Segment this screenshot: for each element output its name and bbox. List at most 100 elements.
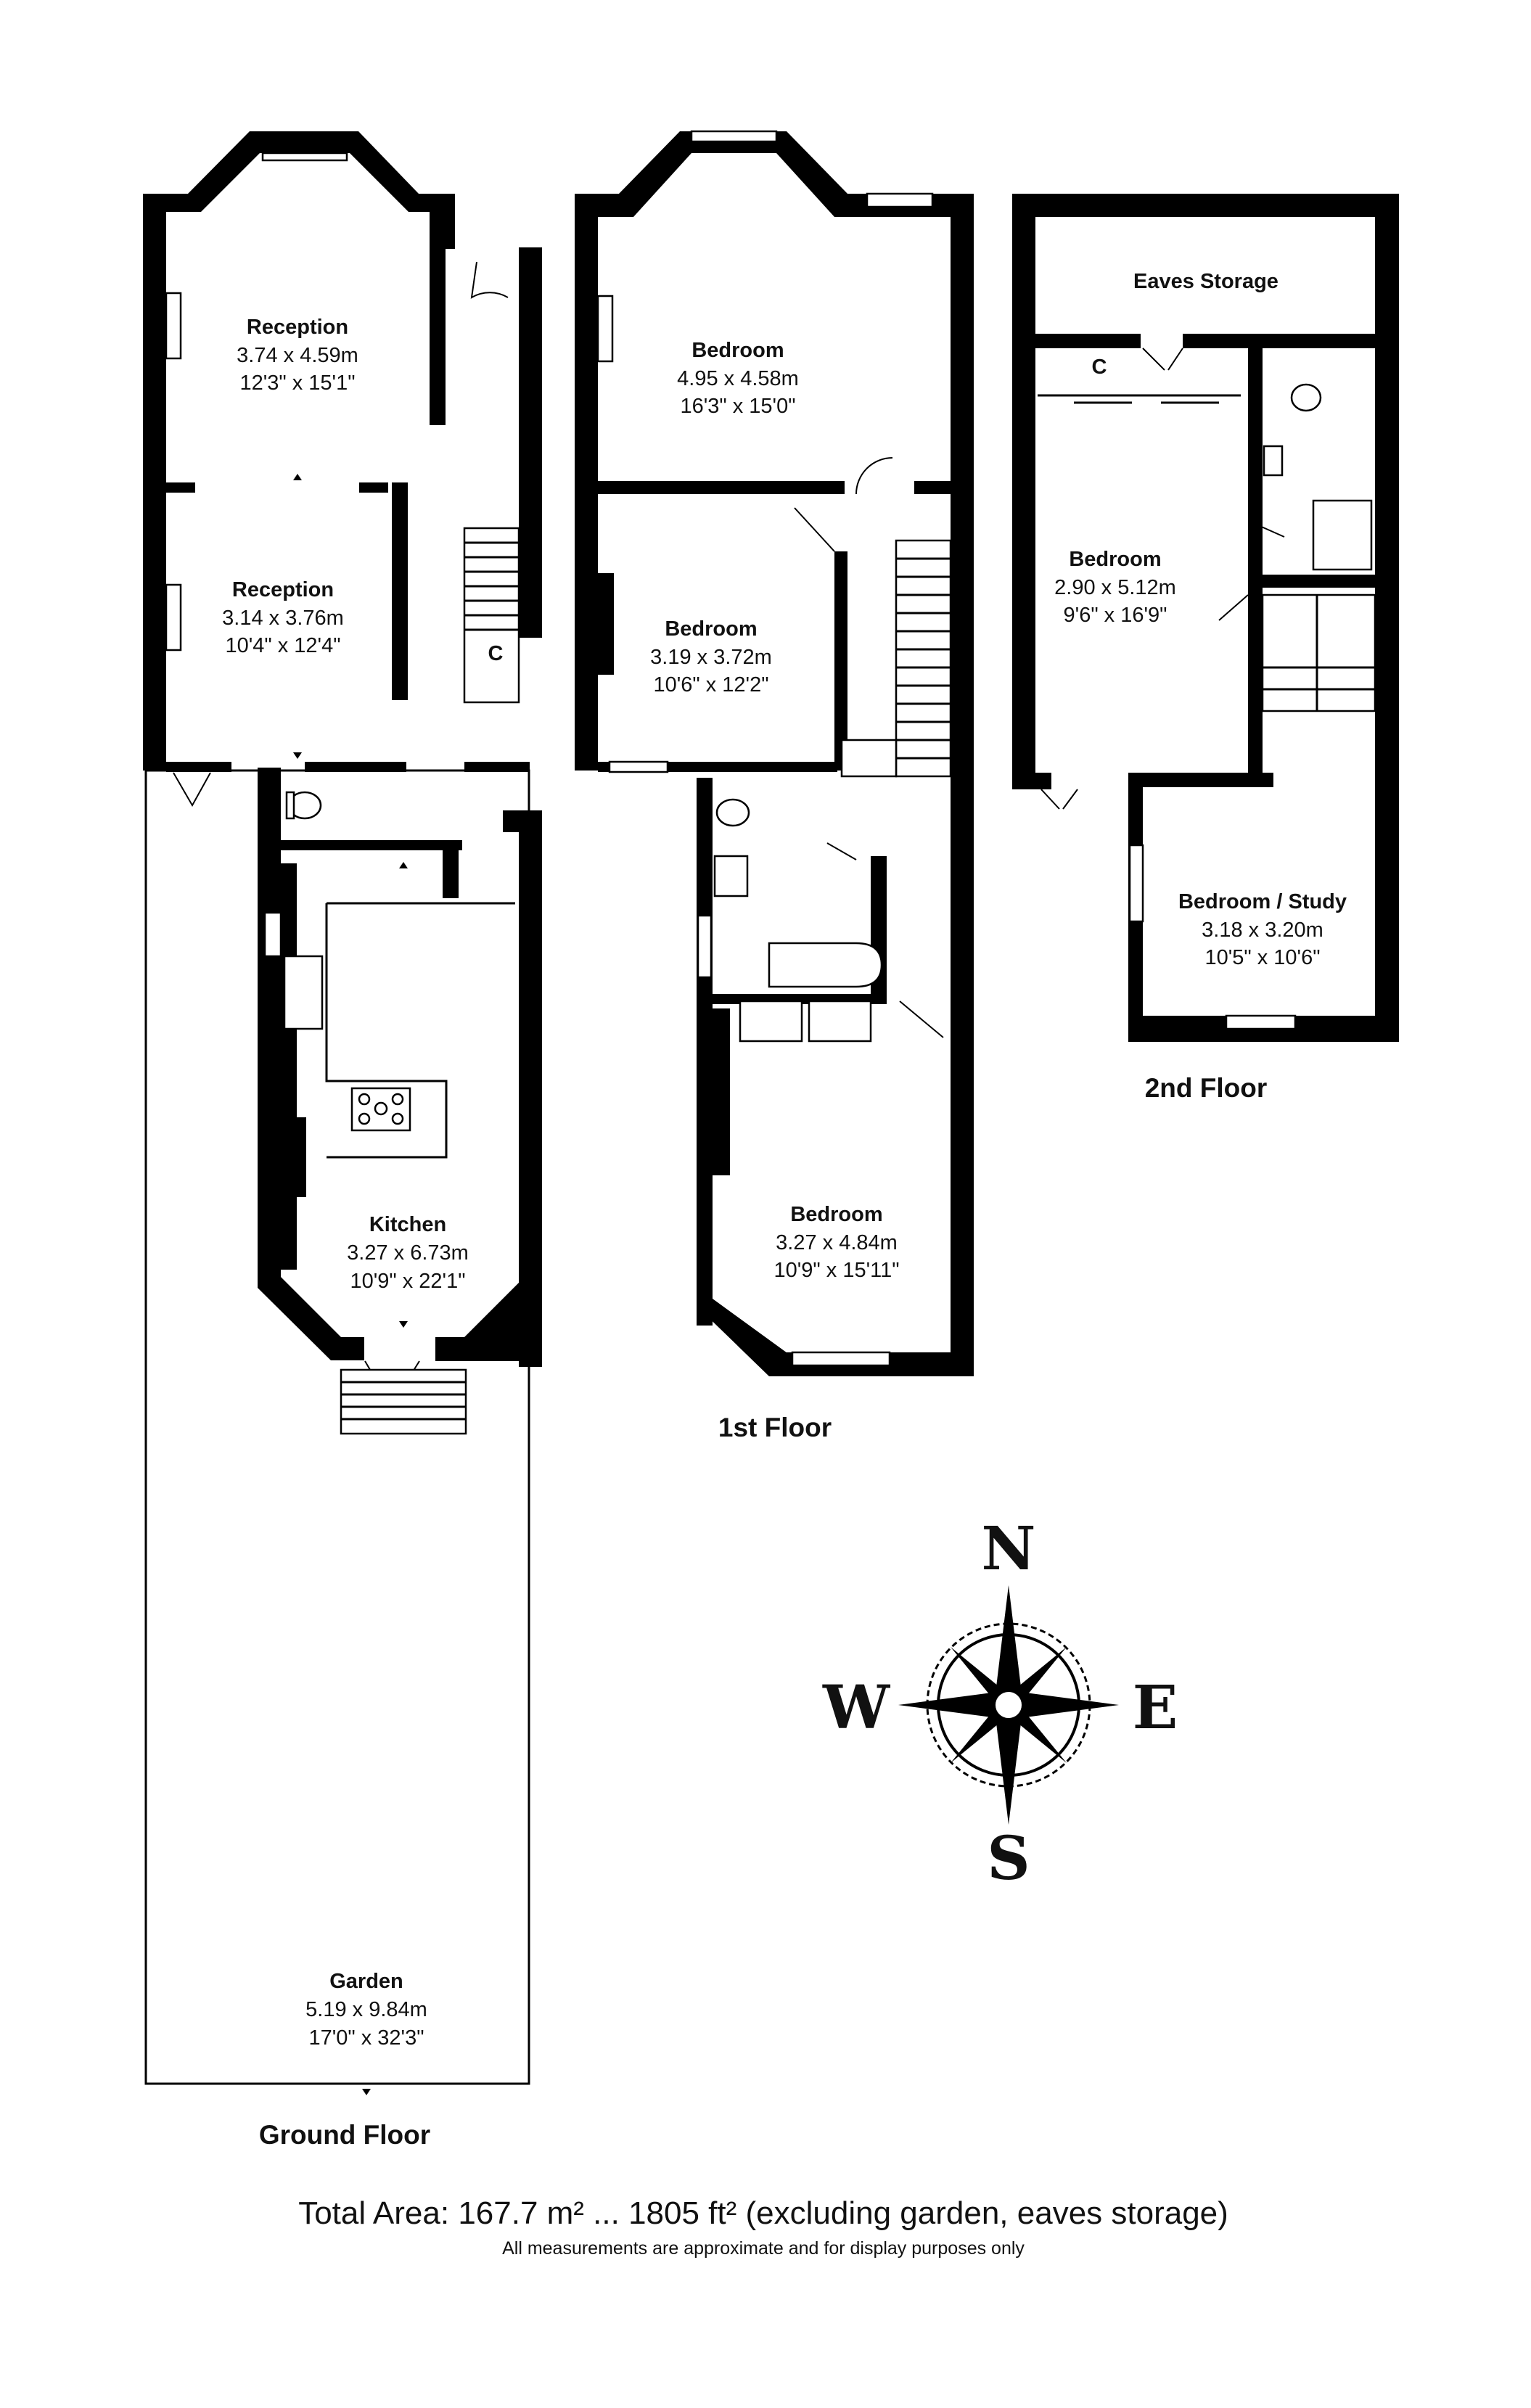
kitchen-sink xyxy=(283,955,324,1030)
study-side-window xyxy=(1128,844,1144,923)
second-shower xyxy=(1312,499,1373,571)
garden-name: Garden xyxy=(329,1970,403,1993)
garden-imperial: 17'0" x 32'3" xyxy=(308,2026,424,2050)
first-rear-left-wall xyxy=(697,778,713,1326)
first-front-window xyxy=(866,192,934,208)
compass-needle-south xyxy=(994,1705,1023,1825)
hall-wall-upper xyxy=(430,249,446,425)
reception-bottom-left xyxy=(166,762,231,772)
total-area: Total Area: 167.7 m² ... 1805 ft² (exclu… xyxy=(298,2195,1228,2231)
garden-metric: 5.19 x 9.84m xyxy=(305,1998,427,2021)
ground-floor-label: Ground Floor xyxy=(259,2120,430,2150)
eaves-wall-left xyxy=(1035,334,1141,348)
compass-east-label: E xyxy=(1133,1673,1178,1743)
compass-needle-north xyxy=(994,1585,1023,1705)
first-stairs xyxy=(840,539,952,778)
first-bedroom-3-imperial: 10'9" x 15'11" xyxy=(773,1259,899,1282)
reception-fireplace xyxy=(165,292,182,360)
first-basin xyxy=(713,855,749,897)
second-bedroom-name: Bedroom xyxy=(1069,548,1161,571)
reception-divider-right xyxy=(359,482,388,493)
first-door-3 xyxy=(826,842,857,860)
ground-left-wall xyxy=(143,194,166,771)
kitchen-chimney xyxy=(281,1117,306,1197)
first-wall-2 xyxy=(914,481,951,494)
hob-icon xyxy=(350,1087,411,1132)
second-toilet xyxy=(1290,383,1322,412)
study-name: Bedroom / Study xyxy=(1178,890,1347,913)
reception-2-metric: 3.14 x 3.76m xyxy=(222,607,344,630)
first-floor-plan: Bedroom 4.95 x 4.58m 16'3" x 15'0" Bedro… xyxy=(575,130,974,1442)
ground-right-wall-upper xyxy=(519,247,542,638)
second-closet-label: C xyxy=(1092,356,1107,379)
first-bedroom-2-metric: 3.19 x 3.72m xyxy=(650,646,772,669)
second-stairs xyxy=(1261,593,1376,712)
first-fireplace xyxy=(596,295,614,363)
dim-marker xyxy=(293,752,302,759)
first-bedroom-1-name: Bedroom xyxy=(691,339,784,362)
first-bedroom-3-name: Bedroom xyxy=(790,1203,882,1226)
hall-wall-lower xyxy=(392,482,408,700)
second-floor-plan: Eaves Storage C Bedroom 2.90 x 5.12m 9'6… xyxy=(1012,194,1399,1103)
first-bath xyxy=(768,942,883,988)
first-door-2 xyxy=(794,507,835,552)
garden-outline xyxy=(144,769,530,2085)
first-chimney xyxy=(598,573,614,675)
study-imperial: 10'5" x 10'6" xyxy=(1204,946,1320,969)
second-stair-door xyxy=(1218,594,1249,621)
second-inner-wall xyxy=(1248,348,1263,773)
reception-divider-left xyxy=(166,482,195,493)
first-bed3-chimney xyxy=(713,1008,730,1175)
first-rear-bay xyxy=(697,1291,792,1376)
compass-south-label: S xyxy=(987,1824,1030,1894)
reception-2-name: Reception xyxy=(232,578,334,601)
compass-needle-east xyxy=(1009,1690,1119,1719)
first-toilet xyxy=(715,798,750,827)
kitchen-left-wall xyxy=(258,768,281,1270)
kitchen-notch xyxy=(503,810,519,832)
ground-floor-plan: Reception 3.74 x 4.59m 12'3" x 15'1" Rec… xyxy=(143,131,542,2150)
first-wall-3 xyxy=(834,551,847,771)
bay-window-front xyxy=(261,152,348,162)
first-wall-1 xyxy=(598,481,845,494)
kitchen-name: Kitchen xyxy=(369,1213,446,1236)
ground-stairs xyxy=(463,527,520,704)
reception-fireplace-2 xyxy=(165,583,182,652)
kitchen-inner-left xyxy=(281,863,297,1270)
reception-1-metric: 3.74 x 4.59m xyxy=(237,344,358,367)
first-rear-window xyxy=(791,1351,891,1367)
kitchen-rear-bay xyxy=(258,1270,364,1360)
wc-wall xyxy=(281,840,462,850)
garden-doors xyxy=(173,772,211,808)
first-bed2-window xyxy=(608,760,669,773)
dim-marker xyxy=(293,474,302,480)
kitchen-pillar xyxy=(443,840,459,898)
disclaimer-note: All measurements are approximate and for… xyxy=(502,2238,1025,2259)
second-basin xyxy=(1263,445,1284,477)
compass-west-label: W xyxy=(822,1673,891,1743)
second-floor-label: 2nd Floor xyxy=(1145,1073,1268,1103)
dim-marker xyxy=(362,2089,371,2095)
eaves-storage-name: Eaves Storage xyxy=(1133,270,1278,293)
rear-steps xyxy=(340,1368,467,1435)
front-bay-wall xyxy=(143,131,455,249)
first-bedroom-2-imperial: 10'6" x 12'2" xyxy=(653,673,768,696)
reception-bottom-right xyxy=(464,762,530,772)
compass-center xyxy=(993,1689,1025,1721)
study-rear-window xyxy=(1225,1014,1297,1030)
eaves-door xyxy=(1142,348,1183,371)
shower-door xyxy=(1251,522,1285,538)
kitchen-rear-bay-right xyxy=(435,1246,542,1361)
compass-needle-west xyxy=(898,1690,1009,1719)
second-corner xyxy=(1035,773,1051,789)
kitchen-island xyxy=(325,903,448,1159)
wardrobe-1 xyxy=(739,1000,803,1043)
first-bedroom-2-name: Bedroom xyxy=(665,617,757,641)
compass-north-label: N xyxy=(982,1514,1036,1584)
compass-rose: N S W E xyxy=(822,1514,1178,1894)
kitchen-imperial: 10'9" x 22'1" xyxy=(350,1270,465,1293)
ground-closet-label: C xyxy=(488,642,504,665)
study-metric: 3.18 x 3.20m xyxy=(1202,919,1323,942)
first-bedroom-3-metric: 3.27 x 4.84m xyxy=(776,1231,898,1254)
